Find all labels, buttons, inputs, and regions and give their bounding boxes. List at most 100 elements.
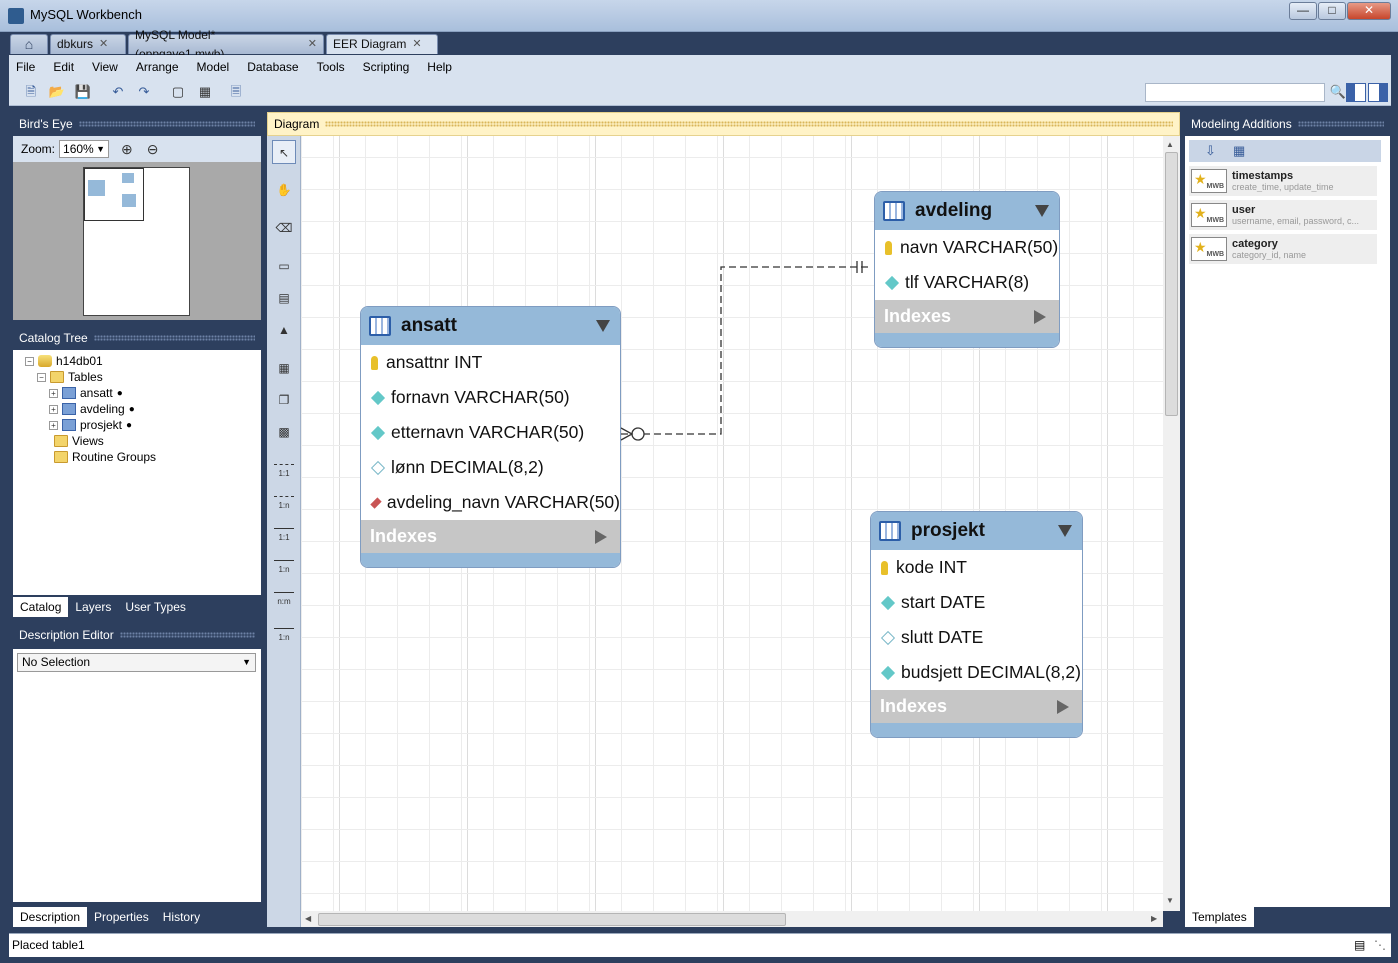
- column-row[interactable]: slutt DATE: [871, 620, 1082, 655]
- scroll-left-icon[interactable]: ◀: [305, 914, 312, 923]
- tab-description[interactable]: Description: [13, 907, 88, 927]
- search-input[interactable]: [1145, 83, 1325, 102]
- routine-group-tool-icon[interactable]: ▩: [278, 425, 290, 439]
- layer-tool-icon[interactable]: ▭: [278, 259, 290, 273]
- diagram-canvas[interactable]: ansatt ansattnr INT fornavn VARCHAR(50) …: [301, 136, 1163, 911]
- resize-grip-icon[interactable]: ⋱: [1374, 938, 1386, 952]
- close-tab-icon[interactable]: ✕: [307, 38, 317, 50]
- toggle-right-panel-icon[interactable]: [1368, 83, 1388, 102]
- tab-properties[interactable]: Properties: [94, 910, 149, 924]
- new-document-icon[interactable]: 🗎: [25, 84, 37, 99]
- entity-prosjekt[interactable]: prosjekt kode INT start DATE slutt DATE …: [870, 511, 1083, 738]
- collapse-triangle-icon[interactable]: [596, 320, 610, 332]
- menu-edit[interactable]: Edit: [53, 60, 75, 74]
- output-toggle-icon[interactable]: ▤: [1354, 938, 1366, 952]
- entity-avdeling-header[interactable]: avdeling: [875, 192, 1059, 230]
- expand-triangle-icon[interactable]: [1034, 310, 1046, 324]
- apply-template-icon[interactable]: ⇩: [1205, 143, 1216, 158]
- redo-icon[interactable]: ↷: [138, 84, 150, 99]
- home-tab[interactable]: ⌂: [10, 34, 48, 54]
- entity-avdeling[interactable]: avdeling navn VARCHAR(50) tlf VARCHAR(8)…: [874, 191, 1060, 348]
- entity-prosjekt-indexes[interactable]: Indexes: [871, 690, 1082, 723]
- menu-model[interactable]: Model: [196, 60, 230, 74]
- entity-ansatt[interactable]: ansatt ansattnr INT fornavn VARCHAR(50) …: [360, 306, 621, 568]
- undo-icon[interactable]: ↶: [112, 84, 124, 99]
- column-row[interactable]: budsjett DECIMAL(8,2): [871, 655, 1082, 690]
- relationship-1-1-tool[interactable]: 1:1: [272, 458, 296, 482]
- relationship-1-n-identifying-tool[interactable]: 1:n: [272, 554, 296, 578]
- column-row[interactable]: avdeling_navn VARCHAR(50): [361, 485, 620, 520]
- toggle-grid-icon[interactable]: ▢: [171, 84, 185, 99]
- tree-views-folder[interactable]: Views: [54, 434, 104, 448]
- tree-routine-groups-folder[interactable]: Routine Groups: [54, 450, 156, 464]
- column-row[interactable]: etternavn VARCHAR(50): [361, 415, 620, 450]
- scroll-right-icon[interactable]: ▶: [1151, 914, 1158, 923]
- close-tab-icon[interactable]: ✕: [99, 38, 109, 50]
- menu-arrange[interactable]: Arrange: [135, 60, 179, 74]
- close-tab-icon[interactable]: ✕: [412, 38, 422, 50]
- relationship-1-1-identifying-tool[interactable]: 1:1: [272, 522, 296, 546]
- expand-icon[interactable]: +: [49, 420, 58, 430]
- menu-view[interactable]: View: [92, 60, 118, 74]
- tree-table-prosjekt[interactable]: +prosjekt●: [49, 418, 132, 432]
- tree-table-ansatt[interactable]: +ansatt●: [49, 386, 123, 400]
- column-row[interactable]: start DATE: [871, 585, 1082, 620]
- scroll-down-icon[interactable]: ▼: [1166, 896, 1174, 905]
- collapse-icon[interactable]: −: [25, 356, 34, 366]
- table-tool-icon[interactable]: ▦: [278, 361, 290, 375]
- save-icon[interactable]: 💾: [74, 84, 92, 99]
- menu-scripting[interactable]: Scripting: [362, 60, 410, 74]
- hand-tool-icon[interactable]: ✋: [276, 183, 292, 197]
- tree-table-avdeling[interactable]: +avdeling●: [49, 402, 135, 416]
- tab-user-types[interactable]: User Types: [125, 600, 186, 614]
- relationship-1-n-tool[interactable]: 1:n: [272, 490, 296, 514]
- column-row[interactable]: tlf VARCHAR(8): [875, 265, 1059, 300]
- align-grid-icon[interactable]: ▦: [198, 84, 212, 99]
- entity-prosjekt-header[interactable]: prosjekt: [871, 512, 1082, 550]
- note-tool-icon[interactable]: ▤: [278, 291, 290, 305]
- image-tool-icon[interactable]: ▲: [278, 323, 290, 337]
- select-tool-icon[interactable]: ↖: [272, 140, 296, 164]
- tree-schema[interactable]: −h14db01: [25, 354, 103, 368]
- column-row[interactable]: navn VARCHAR(50): [875, 230, 1059, 265]
- zoom-in-icon[interactable]: ⊕: [121, 140, 133, 157]
- column-row[interactable]: fornavn VARCHAR(50): [361, 380, 620, 415]
- entity-ansatt-header[interactable]: ansatt: [361, 307, 620, 345]
- vertical-scrollbar[interactable]: ▲ ▼: [1163, 136, 1180, 911]
- tab-dbkurs[interactable]: dbkurs✕: [50, 34, 126, 54]
- zoom-out-icon[interactable]: ⊖: [146, 140, 159, 157]
- scroll-up-icon[interactable]: ▲: [1166, 140, 1174, 149]
- collapse-triangle-icon[interactable]: [1058, 525, 1072, 537]
- entity-avdeling-indexes[interactable]: Indexes: [875, 300, 1059, 333]
- collapse-icon[interactable]: −: [37, 372, 46, 382]
- column-row[interactable]: kode INT: [871, 550, 1082, 585]
- column-row[interactable]: ansattnr INT: [361, 345, 620, 380]
- entity-ansatt-indexes[interactable]: Indexes: [361, 520, 620, 553]
- horizontal-scroll-thumb[interactable]: [318, 913, 786, 926]
- tab-mysql-model[interactable]: MySQL Model* (oppgave1.mwb)✕: [128, 28, 324, 61]
- tab-history[interactable]: History: [162, 910, 201, 924]
- vertical-scroll-thumb[interactable]: [1165, 152, 1178, 416]
- minimap-viewport[interactable]: [84, 168, 144, 221]
- tree-tables-folder[interactable]: −Tables: [37, 370, 103, 384]
- menu-file[interactable]: File: [16, 60, 36, 74]
- menu-tools[interactable]: Tools: [316, 60, 345, 74]
- new-diagram-icon[interactable]: 🗏: [230, 84, 242, 99]
- relationship-line-ansatt-avdeling[interactable]: [621, 266, 869, 435]
- maximize-icon[interactable]: □: [1318, 2, 1346, 20]
- minimize-icon[interactable]: —: [1289, 2, 1317, 20]
- menu-help[interactable]: Help: [427, 60, 452, 74]
- collapse-triangle-icon[interactable]: [1035, 205, 1049, 217]
- zoom-select[interactable]: 160%▼: [59, 140, 110, 158]
- tab-templates[interactable]: Templates: [1185, 907, 1254, 927]
- toggle-left-panel-icon[interactable]: [1346, 83, 1366, 102]
- expand-triangle-icon[interactable]: [595, 530, 607, 544]
- open-folder-icon[interactable]: 📂: [48, 84, 66, 99]
- expand-triangle-icon[interactable]: [1057, 700, 1069, 714]
- tab-layers[interactable]: Layers: [75, 600, 112, 614]
- horizontal-scrollbar[interactable]: ◀ ▶: [301, 911, 1163, 927]
- relationship-existing-columns-tool[interactable]: 1:n: [272, 622, 296, 646]
